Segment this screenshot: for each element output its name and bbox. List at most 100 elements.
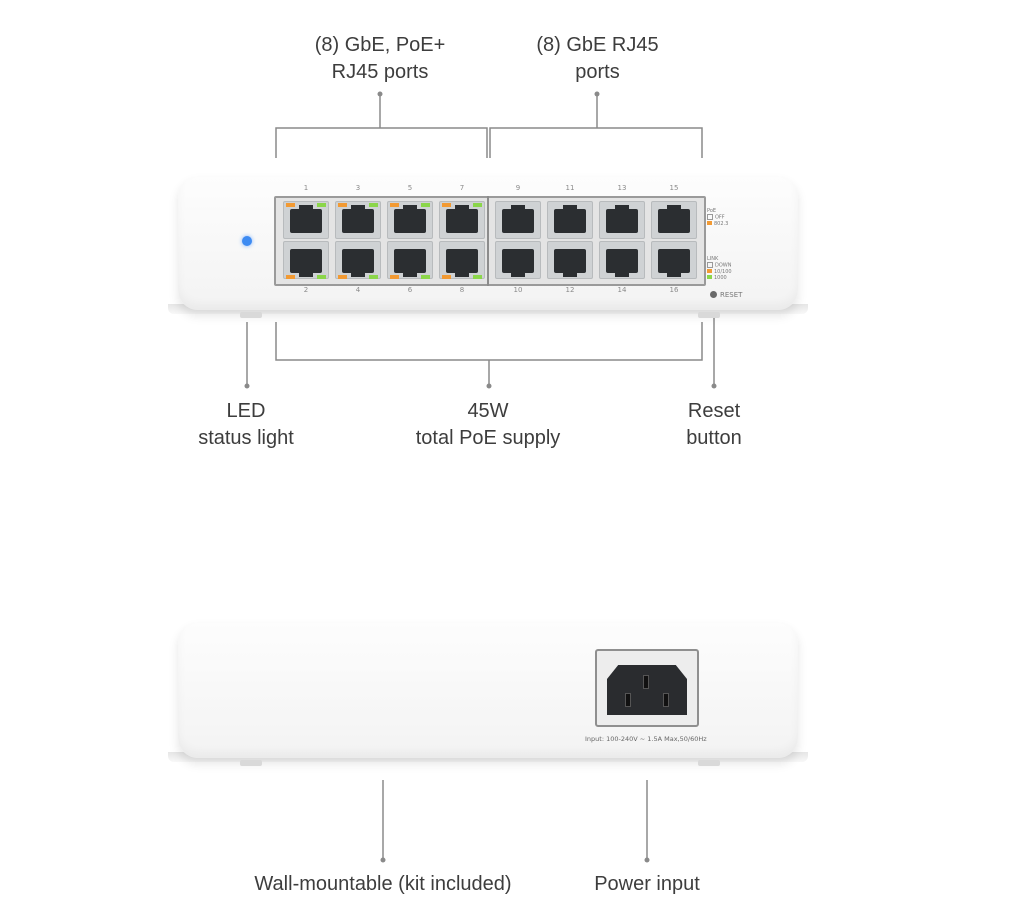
- port-link-led: [421, 203, 430, 207]
- legend-poe: PoE OFF 802.3: [707, 208, 729, 227]
- port-number-label: 2: [303, 286, 309, 294]
- port-socket: [290, 209, 322, 233]
- reset-label: RESET: [720, 291, 743, 299]
- callout-rj45-ports: (8) GbE RJ45 ports: [536, 34, 659, 83]
- port-socket: [342, 249, 374, 273]
- callout-poe-supply: 45W total PoE supply: [415, 400, 561, 449]
- port-poe-led: [338, 275, 347, 279]
- front-foot-right: [698, 312, 720, 318]
- port-number-label: 15: [669, 184, 679, 192]
- rj45-port-13[interactable]: [599, 201, 645, 239]
- port-notch: [299, 205, 313, 211]
- port-notch: [455, 205, 469, 211]
- rj45-port-14[interactable]: [599, 241, 645, 279]
- port-socket: [342, 209, 374, 233]
- power-pin-left: [625, 693, 631, 707]
- power-input-panel: [595, 649, 699, 727]
- port-socket: [606, 249, 638, 273]
- rj45-port-16[interactable]: [651, 241, 697, 279]
- port-socket: [290, 249, 322, 273]
- port-notch: [511, 271, 525, 277]
- poe-section-divider: [487, 196, 489, 286]
- legend-link: LINK DOWN 10/100 1000: [707, 256, 732, 281]
- port-poe-led: [390, 275, 399, 279]
- rj45-port-11[interactable]: [547, 201, 593, 239]
- port-number-label: 3: [355, 184, 361, 192]
- port-socket: [502, 249, 534, 273]
- port-notch: [615, 271, 629, 277]
- port-socket: [554, 209, 586, 233]
- port-socket: [446, 249, 478, 273]
- port-notch: [615, 205, 629, 211]
- callout-led-status-light: LED status light: [198, 400, 294, 449]
- port-notch: [299, 271, 313, 277]
- port-poe-led: [442, 275, 451, 279]
- port-poe-led: [390, 203, 399, 207]
- port-link-led: [317, 275, 326, 279]
- port-socket: [394, 249, 426, 273]
- port-number-label: 6: [407, 286, 413, 294]
- port-number-label: 13: [617, 184, 627, 192]
- port-notch: [455, 271, 469, 277]
- rj45-port-1[interactable]: [283, 201, 329, 239]
- port-number-label: 12: [565, 286, 575, 294]
- port-link-led: [369, 203, 378, 207]
- port-poe-led: [338, 203, 347, 207]
- rj45-port-10[interactable]: [495, 241, 541, 279]
- port-number-label: 11: [565, 184, 575, 192]
- port-number-label: 5: [407, 184, 413, 192]
- rj45-port-5[interactable]: [387, 201, 433, 239]
- rj45-port-6[interactable]: [387, 241, 433, 279]
- port-link-led: [369, 275, 378, 279]
- rj45-port-9[interactable]: [495, 201, 541, 239]
- port-socket: [394, 209, 426, 233]
- rj45-port-12[interactable]: [547, 241, 593, 279]
- port-notch: [667, 271, 681, 277]
- port-poe-led: [286, 275, 295, 279]
- port-number-label: 8: [459, 286, 465, 294]
- port-number-label: 7: [459, 184, 465, 192]
- rj45-port-2[interactable]: [283, 241, 329, 279]
- port-number-label: 10: [513, 286, 523, 294]
- rj45-port-15[interactable]: [651, 201, 697, 239]
- port-notch: [351, 205, 365, 211]
- rj45-port-3[interactable]: [335, 201, 381, 239]
- callout-reset-button: Reset button: [686, 400, 742, 449]
- port-link-led: [473, 203, 482, 207]
- port-notch: [403, 271, 417, 277]
- port-socket: [658, 209, 690, 233]
- port-socket: [502, 209, 534, 233]
- front-foot-left: [240, 312, 262, 318]
- port-notch: [563, 271, 577, 277]
- port-socket: [606, 209, 638, 233]
- port-socket: [658, 249, 690, 273]
- port-number-label: 1: [303, 184, 309, 192]
- led-status-light: [242, 236, 252, 246]
- port-socket: [446, 209, 478, 233]
- power-input-rating: Input: 100-240V ~ 1.5A Max,50/60Hz: [585, 735, 707, 743]
- port-number-label: 4: [355, 286, 361, 294]
- port-link-led: [317, 203, 326, 207]
- callout-poe-ports: (8) GbE, PoE+ RJ45 ports: [314, 34, 446, 83]
- port-poe-led: [442, 203, 451, 207]
- port-notch: [563, 205, 577, 211]
- rj45-port-8[interactable]: [439, 241, 485, 279]
- port-notch: [667, 205, 681, 211]
- port-number-label: 14: [617, 286, 627, 294]
- port-link-led: [473, 275, 482, 279]
- port-poe-led: [286, 203, 295, 207]
- rj45-port-7[interactable]: [439, 201, 485, 239]
- iec-power-socket[interactable]: [607, 665, 687, 715]
- power-pin-center: [643, 675, 649, 689]
- back-foot-left: [240, 760, 262, 766]
- port-number-label: 9: [515, 184, 521, 192]
- port-notch: [351, 271, 365, 277]
- rj45-port-4[interactable]: [335, 241, 381, 279]
- callout-power-input: Power input: [594, 873, 700, 895]
- reset-button[interactable]: [710, 291, 717, 298]
- port-notch: [511, 205, 525, 211]
- back-foot-right: [698, 760, 720, 766]
- port-notch: [403, 205, 417, 211]
- port-link-led: [421, 275, 430, 279]
